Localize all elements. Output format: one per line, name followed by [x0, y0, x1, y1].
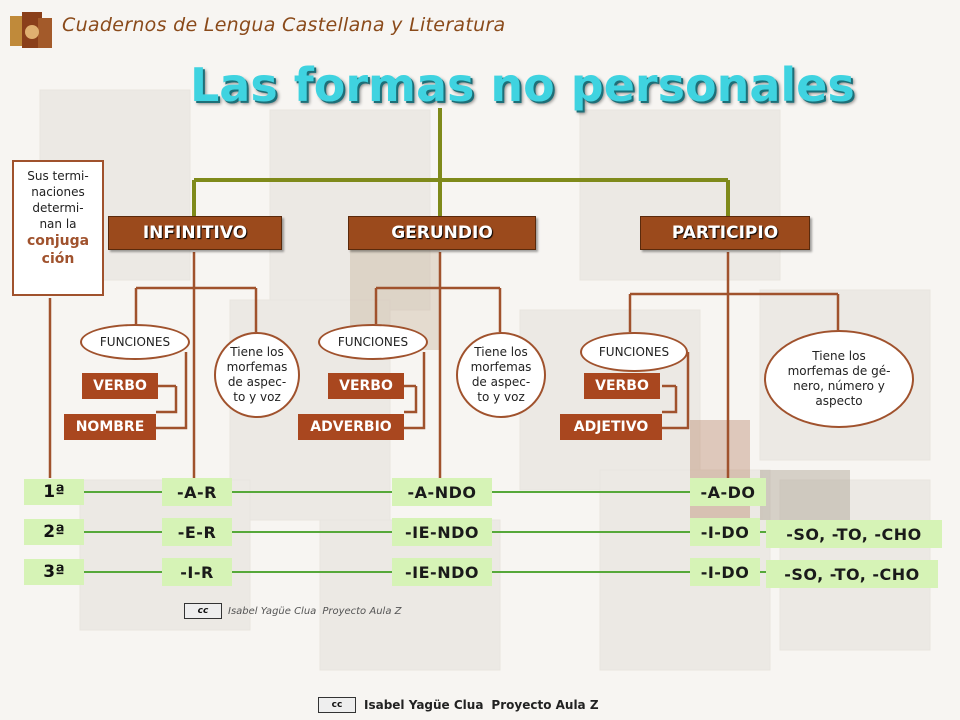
author-credit: Isabel Yagüe Clua [364, 698, 484, 712]
cc-license-icon: cc [318, 697, 356, 713]
oval-line: aspecto [815, 394, 863, 408]
header-title: Cuadernos de Lengua Castellana y Literat… [62, 14, 506, 36]
conjugation-label: 2ª [24, 519, 84, 545]
function-tag: ADJETIVO [560, 414, 662, 440]
credit-footer-bottom: cc Isabel Yagüe Clua Proyecto Aula Z [318, 694, 648, 716]
note-oval: Tiene los morfemas de aspec- to y voz [214, 332, 300, 418]
function-tag: VERBO [584, 373, 660, 399]
ending-box: -I-DO [690, 558, 760, 586]
oval-line: Tiene los [230, 345, 284, 359]
function-tag: VERBO [328, 373, 404, 399]
oval-line: Tiene los [474, 345, 528, 359]
note-line: determi- [32, 201, 84, 215]
note-oval: Tiene los morfemas de aspec- to y voz [456, 332, 546, 418]
author-credit: Isabel Yagüe Clua [228, 605, 317, 617]
project-credit: Proyecto Aula Z [322, 605, 402, 617]
cc-license-icon: cc [184, 603, 222, 619]
category-participio: PARTICIPIO [640, 216, 810, 250]
conjugation-label: 3ª [24, 559, 84, 585]
ending-box: -A-R [162, 478, 232, 506]
credit-footer: cc Isabel Yagüe Clua Proyecto Aula Z [184, 602, 434, 620]
logo-icon [10, 12, 52, 48]
function-tag: ADVERBIO [298, 414, 404, 440]
note-oval: Tiene los morfemas de gé- nero, número y… [764, 330, 914, 428]
note-line: nan la [39, 217, 77, 231]
note-line: naciones [31, 185, 85, 199]
funciones-oval: FUNCIONES [318, 324, 428, 360]
oval-line: Tiene los [812, 349, 866, 363]
funciones-oval: FUNCIONES [580, 332, 688, 372]
conjugation-label: 1ª [24, 479, 84, 505]
irregular-ending-box: -SO, -TO, -CHO [766, 520, 942, 548]
oval-line: nero, número y [793, 379, 885, 393]
oval-line: de aspec- [227, 375, 287, 389]
ending-box: -IE-NDO [392, 518, 492, 546]
function-tag: NOMBRE [64, 414, 156, 440]
oval-line: morfemas de gé- [787, 364, 891, 378]
conjugation-note: Sus termi- naciones determi- nan la conj… [12, 160, 104, 296]
oval-line: to y voz [477, 390, 525, 404]
page-title: Las formas no personales [190, 58, 855, 112]
project-credit: Proyecto Aula Z [491, 698, 599, 712]
oval-line: morfemas [470, 360, 532, 374]
category-infinitivo: INFINITIVO [108, 216, 282, 250]
oval-line: de aspec- [471, 375, 531, 389]
note-emphasis: ción [41, 251, 75, 267]
ending-box: -IE-NDO [392, 558, 492, 586]
irregular-ending-box: -SO, -TO, -CHO [766, 560, 938, 588]
ending-box: -I-R [162, 558, 232, 586]
oval-line: to y voz [233, 390, 281, 404]
function-tag: VERBO [82, 373, 158, 399]
note-emphasis: conjuga [26, 233, 90, 249]
ending-box: -A-NDO [392, 478, 492, 506]
category-gerundio: GERUNDIO [348, 216, 536, 250]
funciones-oval: FUNCIONES [80, 324, 190, 360]
oval-line: morfemas [226, 360, 288, 374]
note-line: Sus termi- [27, 169, 89, 183]
ending-box: -I-DO [690, 518, 760, 546]
ending-box: -A-DO [690, 478, 766, 506]
ending-box: -E-R [162, 518, 232, 546]
